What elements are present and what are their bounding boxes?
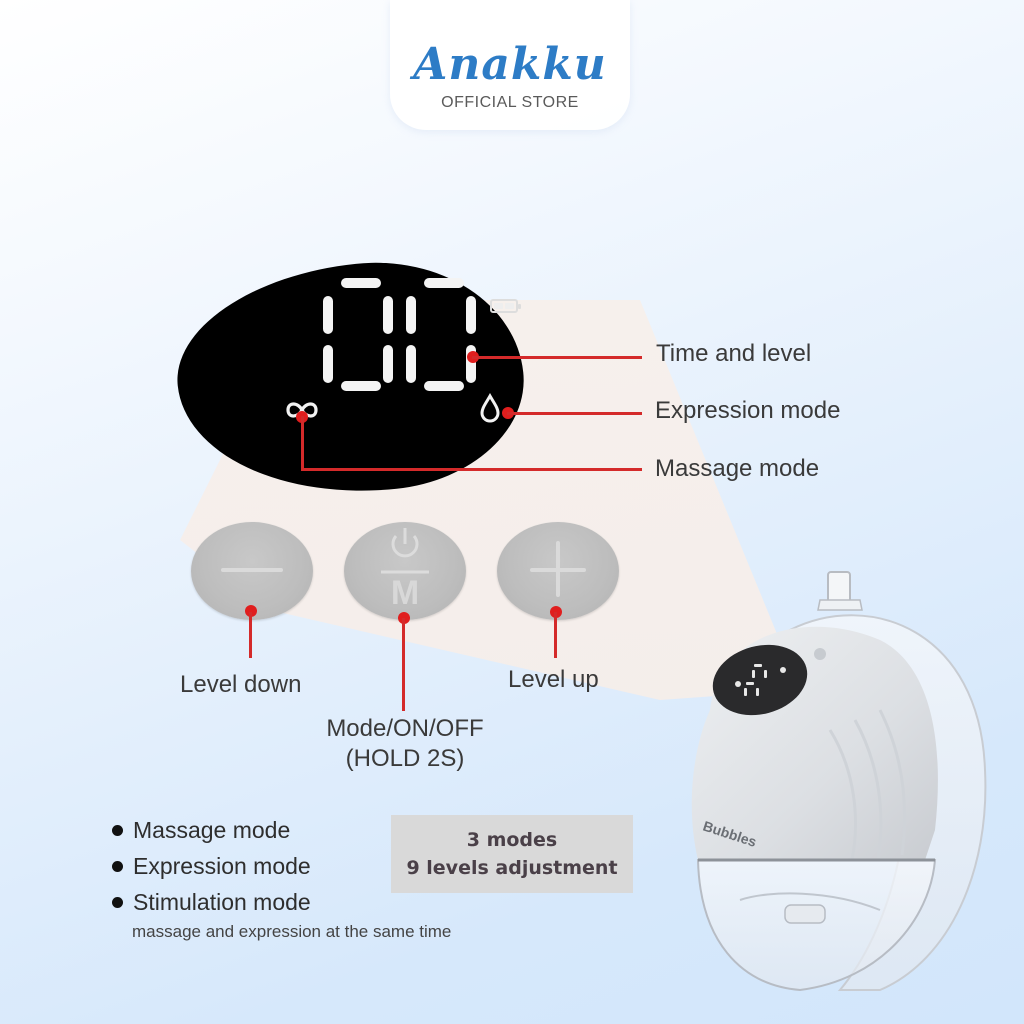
mode-label: Mode/ON/OFF (HOLD 2S) xyxy=(326,715,484,772)
power-mode-icon xyxy=(381,528,429,574)
summary-badge: 3 modes 9 levels adjustment xyxy=(391,815,633,893)
mode-power-button[interactable]: M xyxy=(344,522,466,620)
mode-glyph: M xyxy=(390,574,420,612)
battery-icon xyxy=(490,299,521,313)
level-down-label: Level down xyxy=(180,671,302,698)
level-up-label: Level up xyxy=(508,666,599,693)
water-drop-icon xyxy=(480,393,500,423)
callout-expression-mode: Expression mode xyxy=(655,397,841,424)
breast-pump-product-image: Bubbles xyxy=(691,571,987,992)
callout-time-and-level: Time and level xyxy=(656,340,812,367)
minus-icon xyxy=(221,568,283,572)
infinity-icon xyxy=(286,402,318,418)
level-down-button[interactable] xyxy=(191,522,313,620)
callout-massage-mode: Massage mode xyxy=(655,455,820,482)
brand-logo-card: Anakku OFFICIAL STORE xyxy=(390,0,630,130)
feature-item: Massage mode xyxy=(112,812,451,848)
feature-item: Stimulation mode xyxy=(112,884,451,920)
feature-list: Massage mode Expression mode Stimulation… xyxy=(112,812,451,942)
feature-item: Expression mode xyxy=(112,848,451,884)
feature-note: massage and expression at the same time xyxy=(132,922,452,941)
level-up-button[interactable] xyxy=(497,522,619,620)
brand-subtitle: OFFICIAL STORE xyxy=(441,94,579,111)
brand-logo: Anakku xyxy=(413,39,607,90)
